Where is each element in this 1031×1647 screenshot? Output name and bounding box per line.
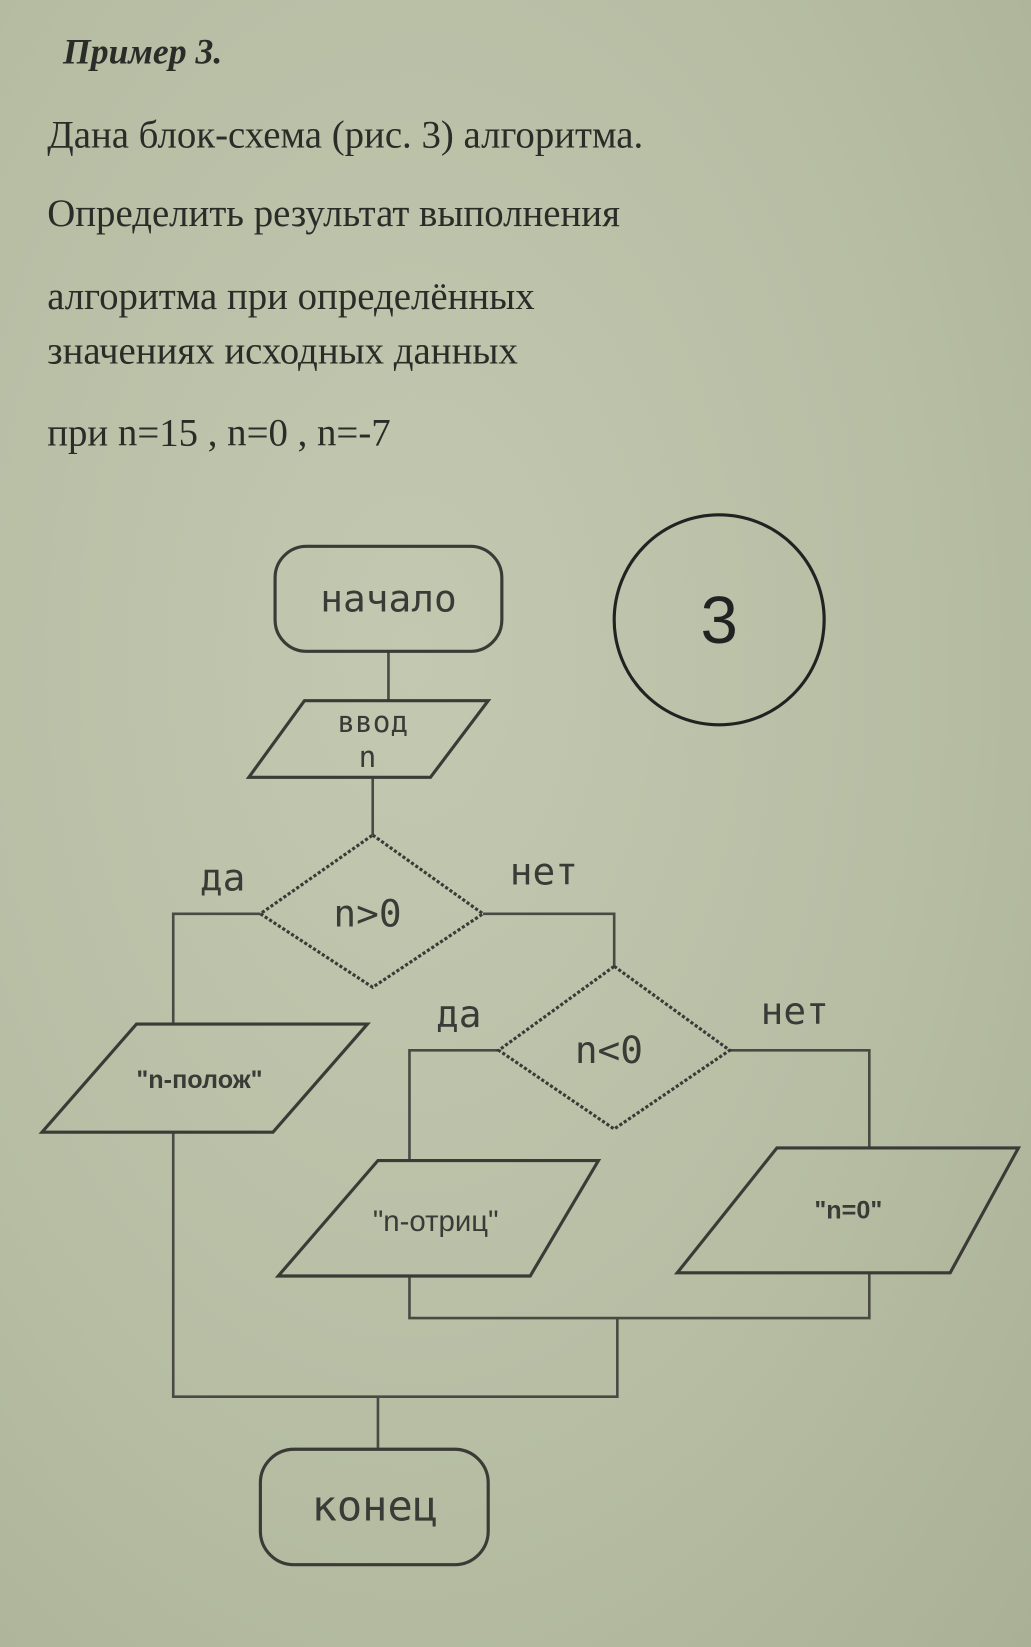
decision1-condition: n>0	[333, 891, 401, 935]
figure-number: 3	[700, 583, 737, 658]
task-line-1: Дана блок-схема (рис. 3) алгоритма.	[47, 113, 643, 156]
start-terminator	[273, 544, 504, 653]
decision-n-less-zero	[495, 964, 733, 1131]
decision2-no-label: нет	[761, 989, 829, 1033]
output-zero-parallelogram	[673, 1146, 1022, 1275]
decision-n-greater-zero	[257, 833, 486, 990]
task-line-2: Определить результат выполнения	[47, 192, 620, 235]
output-negative-parallelogram	[274, 1158, 602, 1278]
task-line-5: при n=15 , n=0 , n=-7	[47, 412, 390, 455]
decision1-yes-label: да	[200, 856, 246, 900]
output-negative-label: "n-отриц"	[373, 1205, 499, 1238]
output-positive-parallelogram	[38, 1022, 371, 1134]
output-positive-label: "n-полож"	[136, 1066, 262, 1094]
task-line-4: значениях исходных данных	[47, 330, 518, 373]
decision2-yes-label: да	[436, 992, 481, 1036]
example-heading: Пример 3.	[62, 31, 222, 71]
input-variable: n	[359, 740, 377, 774]
end-terminator	[258, 1447, 490, 1567]
start-label: начало	[320, 576, 456, 620]
flow-connectors	[171, 651, 871, 1450]
input-parallelogram	[245, 699, 492, 779]
figure-number-circle	[612, 513, 826, 727]
input-label: ввод	[337, 705, 408, 739]
end-label: конец	[312, 1482, 438, 1531]
output-zero-label: "n=0"	[814, 1196, 882, 1224]
decision1-no-label: нет	[510, 849, 578, 893]
task-line-3: алгоритма при определённых	[47, 275, 534, 318]
decision2-condition: n<0	[575, 1028, 643, 1072]
